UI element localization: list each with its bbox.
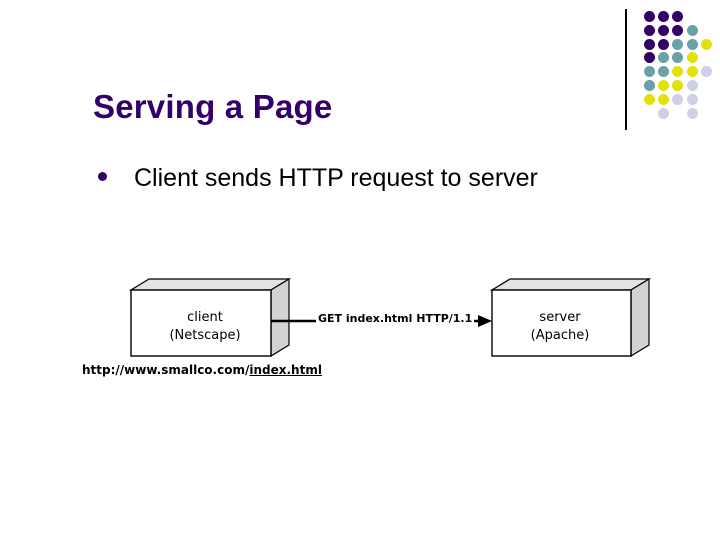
server-box-label: server (Apache) [505, 309, 615, 344]
request-arrow-label: GET index.html HTTP/1.1 [316, 312, 475, 325]
decorative-dot [658, 38, 670, 50]
decorative-dot [644, 11, 655, 22]
requested-url-caption: http://www.smallco.com/index.html [82, 363, 322, 377]
client-box-label-line1: client [187, 310, 223, 325]
url-prefix: http://www.smallco.com/ [82, 363, 250, 377]
decorative-dot [658, 11, 670, 22]
decorative-dot [658, 52, 670, 64]
decorative-dot [672, 80, 684, 91]
decorative-dot [686, 93, 698, 105]
decorative-dot [672, 38, 684, 50]
decorative-dot [686, 107, 698, 119]
decorative-dot [700, 66, 712, 78]
decorative-dot [644, 38, 655, 50]
decorative-dot [686, 38, 698, 50]
decorative-dot [658, 66, 670, 78]
decorative-dot [644, 24, 655, 36]
decorative-dot [658, 93, 670, 105]
client-box-label: client (Netscape) [145, 309, 265, 344]
decorative-dot [644, 80, 655, 91]
decorative-dot [686, 52, 698, 64]
decorative-dot [658, 80, 670, 91]
decorative-dot [686, 66, 698, 78]
decorative-dot-grid [644, 11, 720, 129]
decorative-dot [700, 38, 712, 50]
decorative-dot [644, 66, 655, 78]
bullet-disc-icon [98, 172, 107, 181]
decorative-dot [686, 80, 698, 91]
page-title: Serving a Page [93, 88, 333, 125]
client-box-label-line2: (Netscape) [169, 327, 241, 343]
decorative-dot [672, 11, 684, 22]
decorative-dot [644, 52, 655, 64]
server-box-label-line2: (Apache) [530, 327, 590, 343]
decorative-dot [672, 52, 684, 64]
decorative-dot [658, 107, 670, 119]
decorative-dot [686, 24, 698, 36]
decorative-dot [672, 66, 684, 78]
url-link: index.html [249, 363, 322, 377]
decorative-dot [672, 93, 684, 105]
decorative-dot [672, 24, 684, 36]
bullet-list-item: Client sends HTTP request to server [98, 164, 538, 193]
decorative-dot [658, 24, 670, 36]
bullet-item-label: Client sends HTTP request to server [134, 164, 538, 192]
decorative-dot [644, 93, 655, 105]
server-box-label-line1: server [539, 310, 581, 325]
decorative-vertical-rule [625, 9, 627, 130]
